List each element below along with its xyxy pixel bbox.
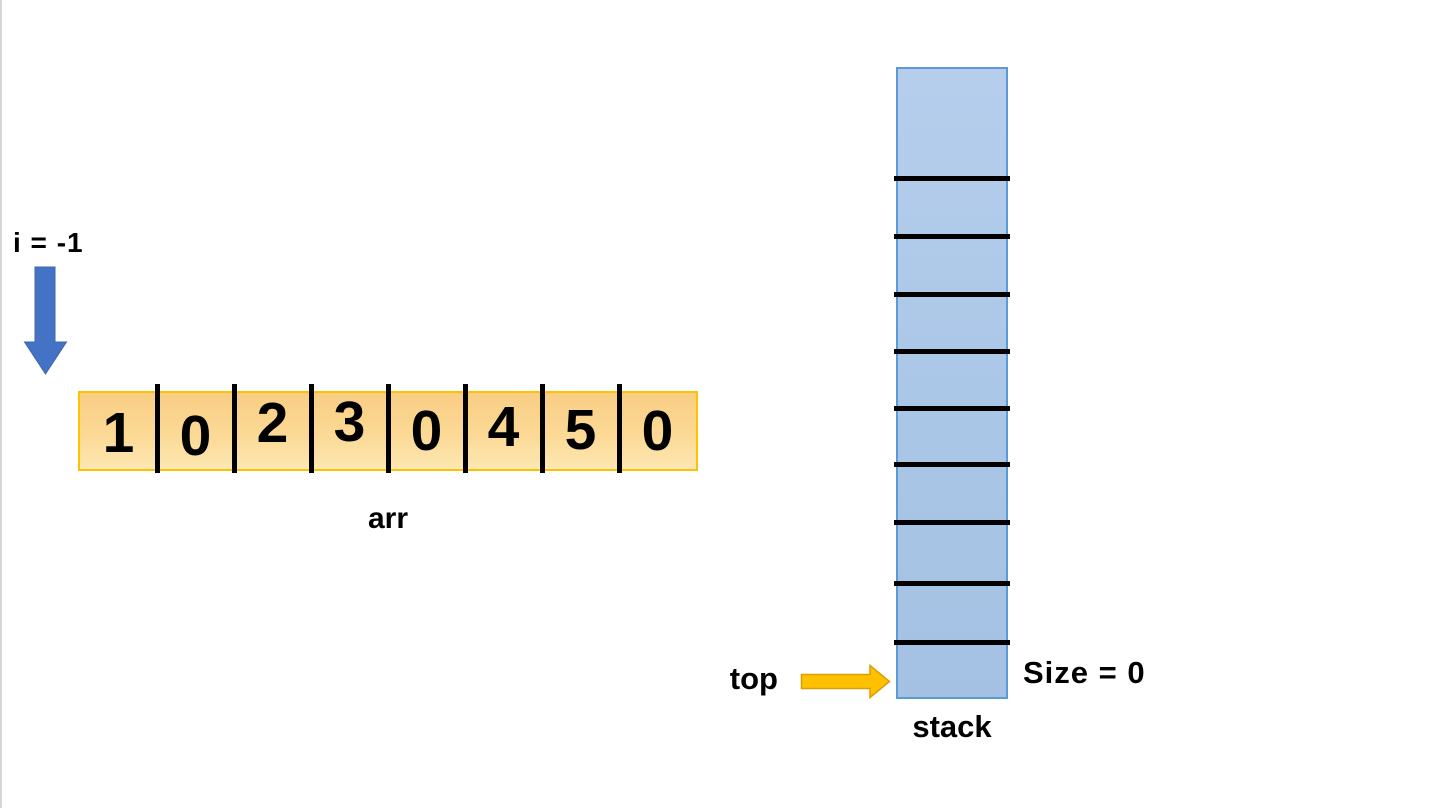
stack-divider xyxy=(894,349,1010,354)
down-arrow-icon xyxy=(23,266,68,375)
stack-divider xyxy=(894,234,1010,239)
array-cell-divider xyxy=(539,384,545,473)
array-cell-divider xyxy=(462,384,468,473)
stack-divider xyxy=(894,406,1010,411)
stack-top-pointer-label: top xyxy=(729,661,778,696)
array-cell: 4 xyxy=(465,393,542,469)
array-cell-divider xyxy=(231,384,237,473)
stack-size-label: Size = 0 xyxy=(1023,655,1146,690)
right-arrow-shape xyxy=(800,663,891,700)
right-arrow-icon xyxy=(800,663,891,700)
down-arrow-shape xyxy=(23,266,68,375)
array-cell: 2 xyxy=(234,391,311,469)
array-cell-value: 4 xyxy=(487,395,520,459)
array-cell-value: 0 xyxy=(641,399,674,463)
stack-divider xyxy=(894,292,1010,297)
array-label: arr xyxy=(367,502,409,535)
array-cell-value: 2 xyxy=(256,391,289,455)
array-cell-value: 0 xyxy=(410,399,443,463)
array-cell: 5 xyxy=(542,393,619,469)
stack-divider xyxy=(894,462,1010,467)
stack-box xyxy=(894,67,1010,699)
stack-divider xyxy=(894,640,1010,645)
array-cell: 3 xyxy=(311,390,388,469)
array-cell: 0 xyxy=(388,393,465,469)
array-cell: 0 xyxy=(619,393,696,469)
array-cell-divider xyxy=(616,384,622,473)
array-cell: 0 xyxy=(157,393,234,469)
slide-edge-line xyxy=(0,0,2,808)
array-cell: 1 xyxy=(80,393,157,469)
array-cell-value: 0 xyxy=(179,404,212,468)
array-cell-divider xyxy=(308,384,314,473)
stack-divider xyxy=(894,176,1010,181)
array-cell-divider xyxy=(154,384,160,473)
array-cell-divider xyxy=(385,384,391,473)
stack-divider xyxy=(894,581,1010,586)
array-cell-value: 3 xyxy=(333,390,366,454)
stack-label: stack xyxy=(912,709,992,744)
array-cell-value: 5 xyxy=(564,398,597,462)
stack-divider xyxy=(894,520,1010,525)
array-cell-value: 1 xyxy=(102,401,135,465)
index-pointer-label: i = -1 xyxy=(13,227,84,258)
